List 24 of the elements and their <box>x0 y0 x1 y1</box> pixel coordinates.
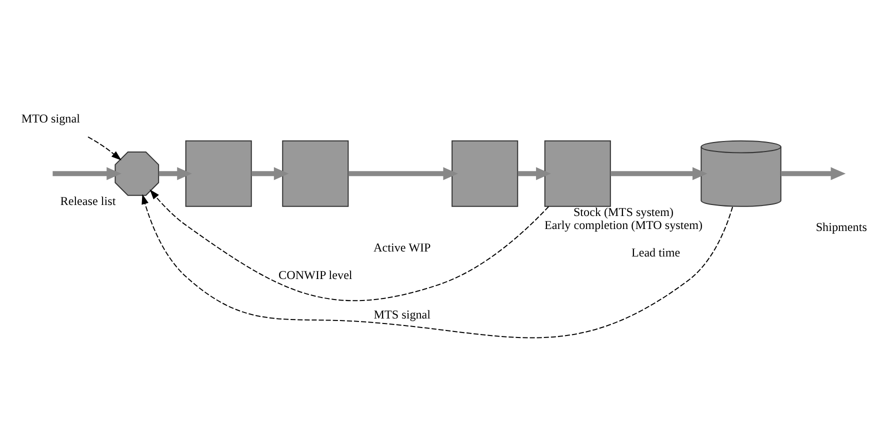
node-box <box>185 140 252 207</box>
node-label: Early completion (MTO system) <box>544 218 703 232</box>
node-octagon <box>114 151 160 196</box>
label: Shipments <box>816 220 867 234</box>
node-label: Stock (MTS system) <box>573 205 674 220</box>
label: Lead time <box>631 245 680 260</box>
arrow <box>780 167 846 180</box>
arrow <box>158 167 192 180</box>
label: Active WIP <box>374 240 431 254</box>
node-box <box>282 140 349 207</box>
node-text: MTO signal <box>21 111 80 126</box>
node-label: Release list <box>60 194 116 208</box>
arrow <box>142 194 734 338</box>
edge-label: CONWIP level <box>278 268 352 282</box>
arrow <box>610 167 708 180</box>
arrow <box>88 136 122 160</box>
node-box <box>452 140 518 207</box>
edge-label: MTS signal <box>374 307 431 322</box>
arrow <box>150 189 549 301</box>
arrow <box>518 167 551 180</box>
arrow <box>348 167 458 180</box>
node-box <box>544 140 611 207</box>
arrow <box>52 167 122 180</box>
arrow <box>251 167 289 180</box>
